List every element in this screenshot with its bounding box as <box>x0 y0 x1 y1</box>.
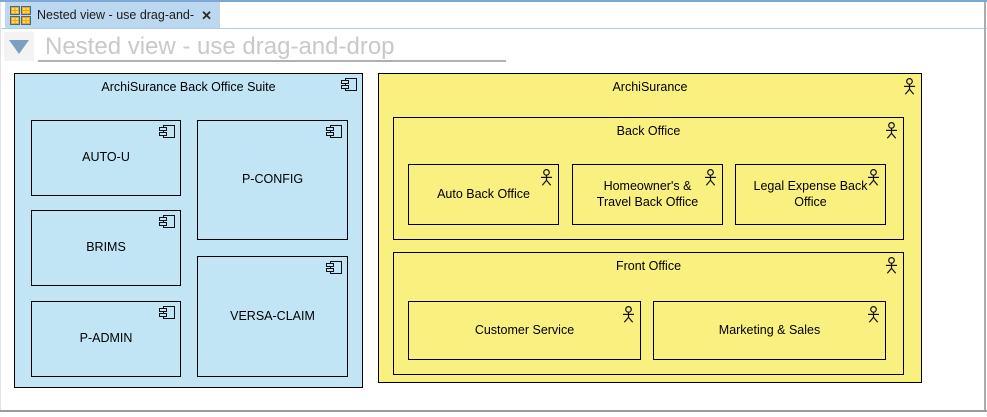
component-icon <box>326 261 342 274</box>
triangle-down-icon <box>9 39 29 54</box>
window-left-border <box>0 2 1 410</box>
actor-icon <box>867 169 880 186</box>
actor-icon <box>704 169 717 186</box>
editor-tabstrip: Nested view - use drag-and-... ✕ <box>0 2 987 29</box>
node-p-admin[interactable]: P-ADMIN <box>31 301 181 377</box>
node-label: Back Office <box>616 124 681 138</box>
node-label: AUTO-U <box>82 150 130 165</box>
node-auto-back-office[interactable]: Auto Back Office <box>408 164 559 225</box>
tab-label: Nested view - use drag-and-... <box>37 8 196 22</box>
window-bottom-border <box>0 410 987 412</box>
actor-icon <box>885 121 898 139</box>
tab-close-icon[interactable]: ✕ <box>201 7 212 23</box>
actor-icon <box>867 306 880 323</box>
component-icon <box>159 306 175 319</box>
node-label: BRIMS <box>86 240 126 255</box>
node-p-config[interactable]: P-CONFIG <box>197 120 348 240</box>
node-label: Auto Back Office <box>437 186 530 201</box>
window-top-border <box>0 0 987 2</box>
node-label: ArchiSurance Back Office Suite <box>101 80 276 94</box>
component-icon <box>326 125 342 138</box>
node-label: Legal Expense Back Office <box>753 178 868 209</box>
node-label: P-ADMIN <box>79 331 133 346</box>
node-label: P-CONFIG <box>241 172 304 187</box>
node-label: VERSA-CLAIM <box>230 308 315 323</box>
node-brims[interactable]: BRIMS <box>31 210 181 286</box>
node-label: ArchiSurance <box>612 80 688 94</box>
window-right-border <box>984 2 986 411</box>
node-label: Marketing & Sales <box>718 322 821 337</box>
view-title[interactable]: Nested view - use drag-and-drop <box>45 33 395 60</box>
component-icon <box>341 78 357 91</box>
actor-icon <box>885 257 898 274</box>
actor-icon <box>622 306 635 323</box>
component-icon <box>159 215 175 228</box>
node-legal-expense-back-office[interactable]: Legal Expense Back Office <box>735 164 886 225</box>
editor-tab[interactable]: Nested view - use drag-and-... ✕ <box>5 2 220 28</box>
diagram-grid-icon <box>10 5 31 25</box>
actor-icon <box>903 77 916 95</box>
node-label: Customer Service <box>474 322 575 337</box>
view-title-underline <box>38 60 506 62</box>
node-label: Front Office <box>615 259 682 273</box>
component-icon <box>159 125 175 138</box>
node-customer-service[interactable]: Customer Service <box>408 301 641 360</box>
node-marketing-sales[interactable]: Marketing & Sales <box>653 301 886 360</box>
node-homeowners-travel-back-office[interactable]: Homeowner's & Travel Back Office <box>572 164 723 225</box>
node-label: Homeowner's & Travel Back Office <box>596 178 699 209</box>
node-versa-claim[interactable]: VERSA-CLAIM <box>197 256 348 377</box>
node-auto-u[interactable]: AUTO-U <box>31 120 181 196</box>
collapse-button[interactable] <box>4 32 34 61</box>
actor-icon <box>540 169 553 186</box>
